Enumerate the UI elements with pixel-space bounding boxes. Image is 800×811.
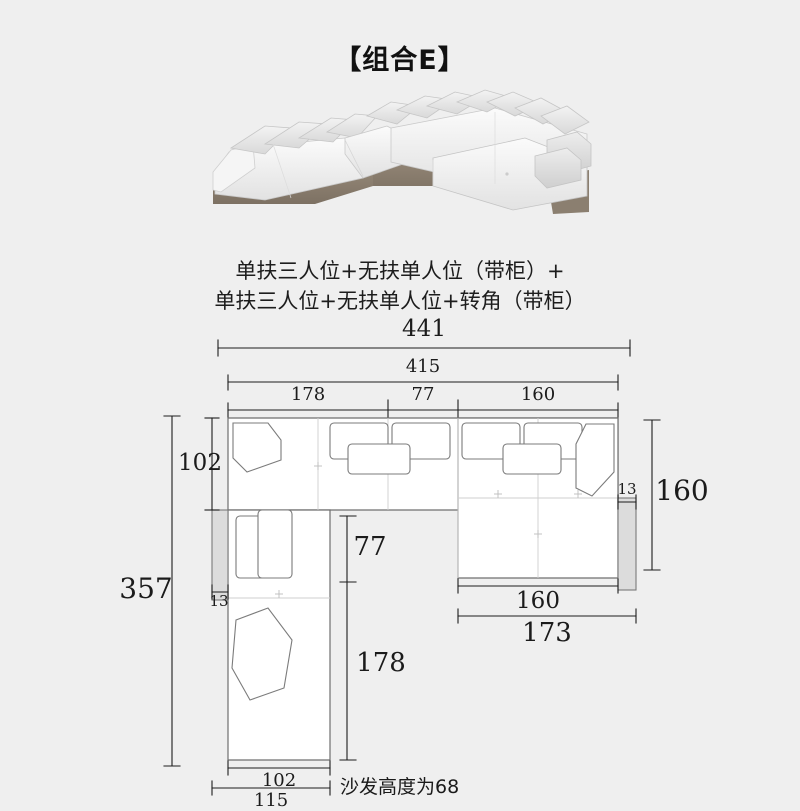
dimension-top-segment-1: 178: [290, 384, 326, 405]
dimension-top-inner: 415: [405, 356, 441, 377]
dimension-right-cabinet: 13: [617, 480, 637, 498]
dimension-top-overall: 441: [402, 316, 446, 342]
dimension-bottom-left-outer: 115: [253, 790, 289, 811]
page-title: 【组合E】: [334, 45, 466, 76]
dimension-bottom-right-inner: 160: [516, 588, 560, 614]
dimension-middle-lower: 178: [356, 648, 406, 678]
dimension-left-upper: 102: [178, 450, 222, 476]
product-photo: [195, 82, 605, 227]
dimension-top-segment-2: 77: [411, 384, 435, 405]
dimension-top-segment-3: 160: [520, 384, 556, 405]
product-description: 单扶三人位+无扶单人位（带柜）+ 单扶三人位+无扶单人位+转角（带柜）: [0, 256, 800, 316]
dimension-middle-upper: 77: [353, 532, 387, 562]
description-line-2: 单扶三人位+无扶单人位+转角（带柜）: [214, 289, 586, 313]
dimension-left-cabinet: 13: [209, 592, 229, 610]
dimension-bottom-right-outer: 173: [522, 618, 572, 648]
dimension-left-overall: 357: [119, 572, 173, 605]
dimension-right-overall: 160: [655, 474, 709, 507]
dimension-drawing: 441 415 178 77 160 357 102 13 77 178 160…: [0, 316, 800, 811]
dimension-bottom-left-inner: 102: [261, 770, 297, 791]
description-line-1: 单扶三人位+无扶单人位（带柜）+: [235, 259, 565, 283]
sofa-height-note: 沙发高度为68: [340, 776, 460, 798]
